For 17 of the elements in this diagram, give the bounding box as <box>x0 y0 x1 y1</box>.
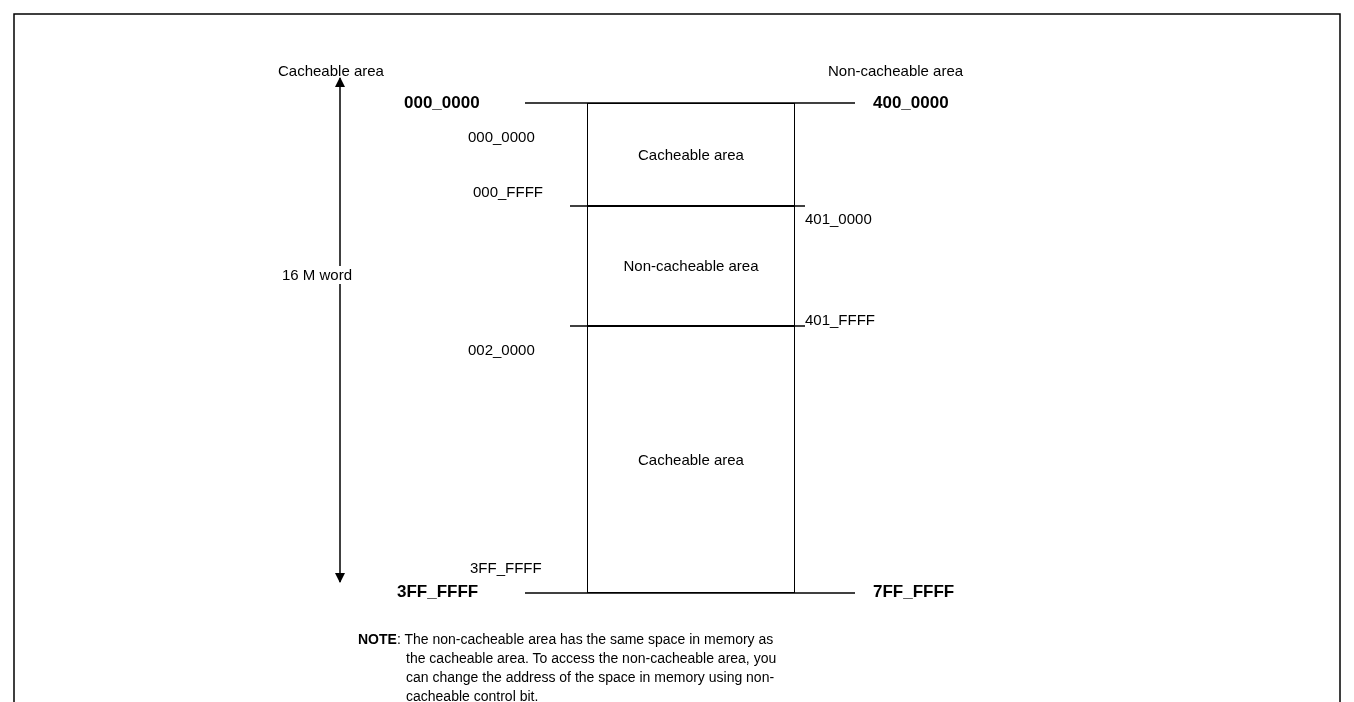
address-label: 3FF_FFFF <box>470 559 542 577</box>
memory-segment: Cacheable area <box>587 103 795 206</box>
memory-segment: Cacheable area <box>587 326 795 593</box>
area-heading: Cacheable area <box>278 62 384 80</box>
area-heading: Non-cacheable area <box>828 62 964 80</box>
address-label: 000_0000 <box>404 94 480 112</box>
memory-segment: Non-cacheable area <box>587 206 795 326</box>
dimension-label: 16 M word <box>282 266 353 284</box>
address-label: 002_0000 <box>468 341 535 359</box>
address-label: 401_FFFF <box>805 311 876 329</box>
address-label: 000_FFFF <box>473 183 544 201</box>
address-label: 7FF_FFFF <box>873 583 955 601</box>
address-label: 401_0000 <box>805 210 872 228</box>
address-label: 000_0000 <box>468 128 535 146</box>
note-text: NOTE: The non-cacheable area has the same space in memory as the cacheable area. To access the non-cacheable area, you can change the address of the space in memory using non-cacheable control bit. <box>358 630 778 702</box>
address-label: 3FF_FFFF <box>397 583 479 601</box>
address-label: 400_0000 <box>873 94 949 112</box>
